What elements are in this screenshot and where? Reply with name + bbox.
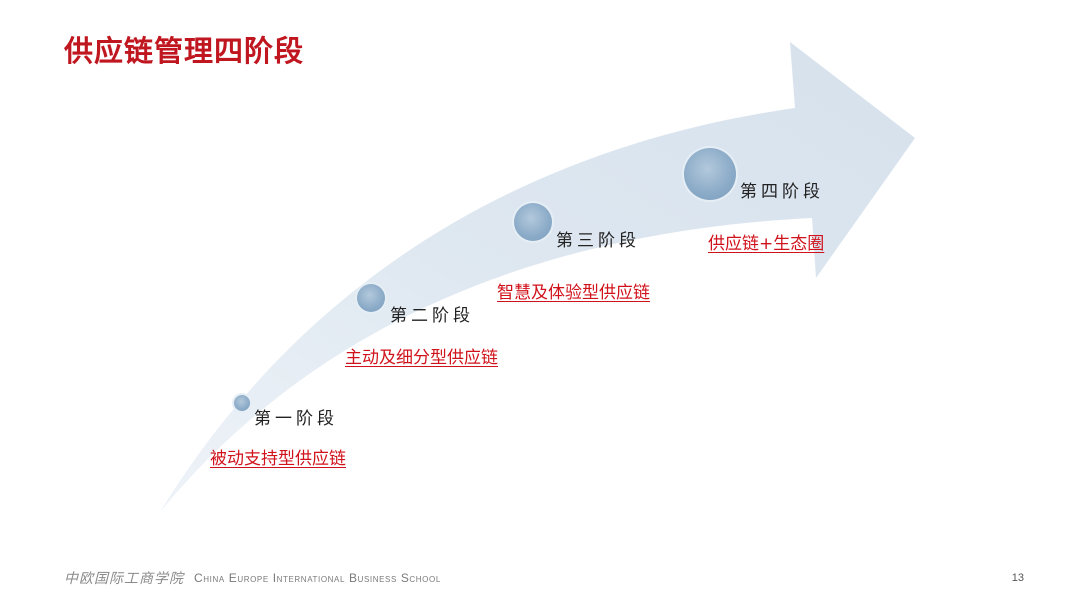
stage-1-label: 第一阶段	[254, 409, 338, 429]
slide-title: 供应链管理四阶段	[64, 34, 305, 68]
stage-1-description[interactable]: 被动支持型供应链	[210, 449, 346, 469]
school-name-en: China Europe International Business Scho…	[194, 571, 441, 585]
stage-4-node	[684, 148, 736, 200]
growth-arrow-body	[160, 42, 915, 512]
stage-3-node	[514, 203, 552, 241]
stage-4-description[interactable]: 供应链+生态圈	[708, 234, 825, 254]
page-number: 13	[1011, 572, 1024, 584]
stage-4-label: 第四阶段	[740, 182, 824, 202]
stage-3-description[interactable]: 智慧及体验型供应链	[497, 283, 650, 303]
stage-2-description[interactable]: 主动及细分型供应链	[345, 348, 498, 368]
stage-2-label: 第二阶段	[390, 306, 474, 326]
stage-1-node	[234, 395, 250, 411]
school-logo-cn: 中欧国际工商学院	[64, 571, 184, 587]
stage-2-node	[357, 284, 385, 312]
stage-3-label: 第三阶段	[556, 231, 640, 251]
